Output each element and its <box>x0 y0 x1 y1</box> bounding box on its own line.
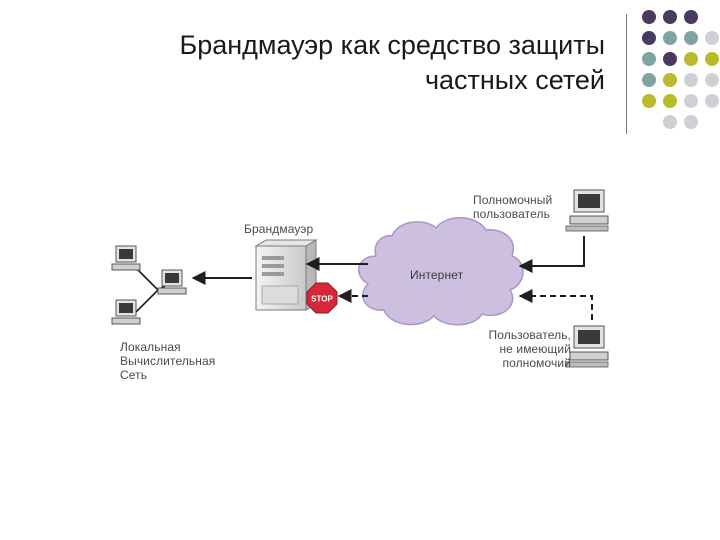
authorized-user-computer-icon <box>565 189 609 232</box>
title-line-2: частных сетей <box>424 65 605 95</box>
unauthorized-user-label: Пользователь, не имеющий полномочий <box>488 328 571 370</box>
slide-title: Брандмауэр как средство защиты частных с… <box>85 28 605 98</box>
internet-label: Интернет <box>410 268 464 282</box>
authorized-user-link <box>518 236 585 273</box>
stop-sign-text: STOP <box>311 295 333 304</box>
stop-sign-icon: STOP <box>306 282 338 314</box>
authorized-user-label: Полномочный пользователь <box>473 193 553 221</box>
internet-cloud-icon <box>358 217 524 326</box>
unauthorized-user-link <box>518 289 593 320</box>
unauthorized-user-computer-icon <box>565 325 609 368</box>
lan-computer-icon-middle <box>157 269 187 295</box>
lan-computer-icon-top <box>111 245 141 271</box>
lan-computer-icon-bottom <box>111 299 141 325</box>
lan-label: Локальная Вычислительная Сеть <box>120 340 216 382</box>
decorative-divider <box>626 14 627 134</box>
firewall-server-icon <box>254 239 318 311</box>
firewall-label: Брандмауэр <box>244 222 314 236</box>
title-line-1: Брандмауэр как средство защиты <box>179 30 605 60</box>
